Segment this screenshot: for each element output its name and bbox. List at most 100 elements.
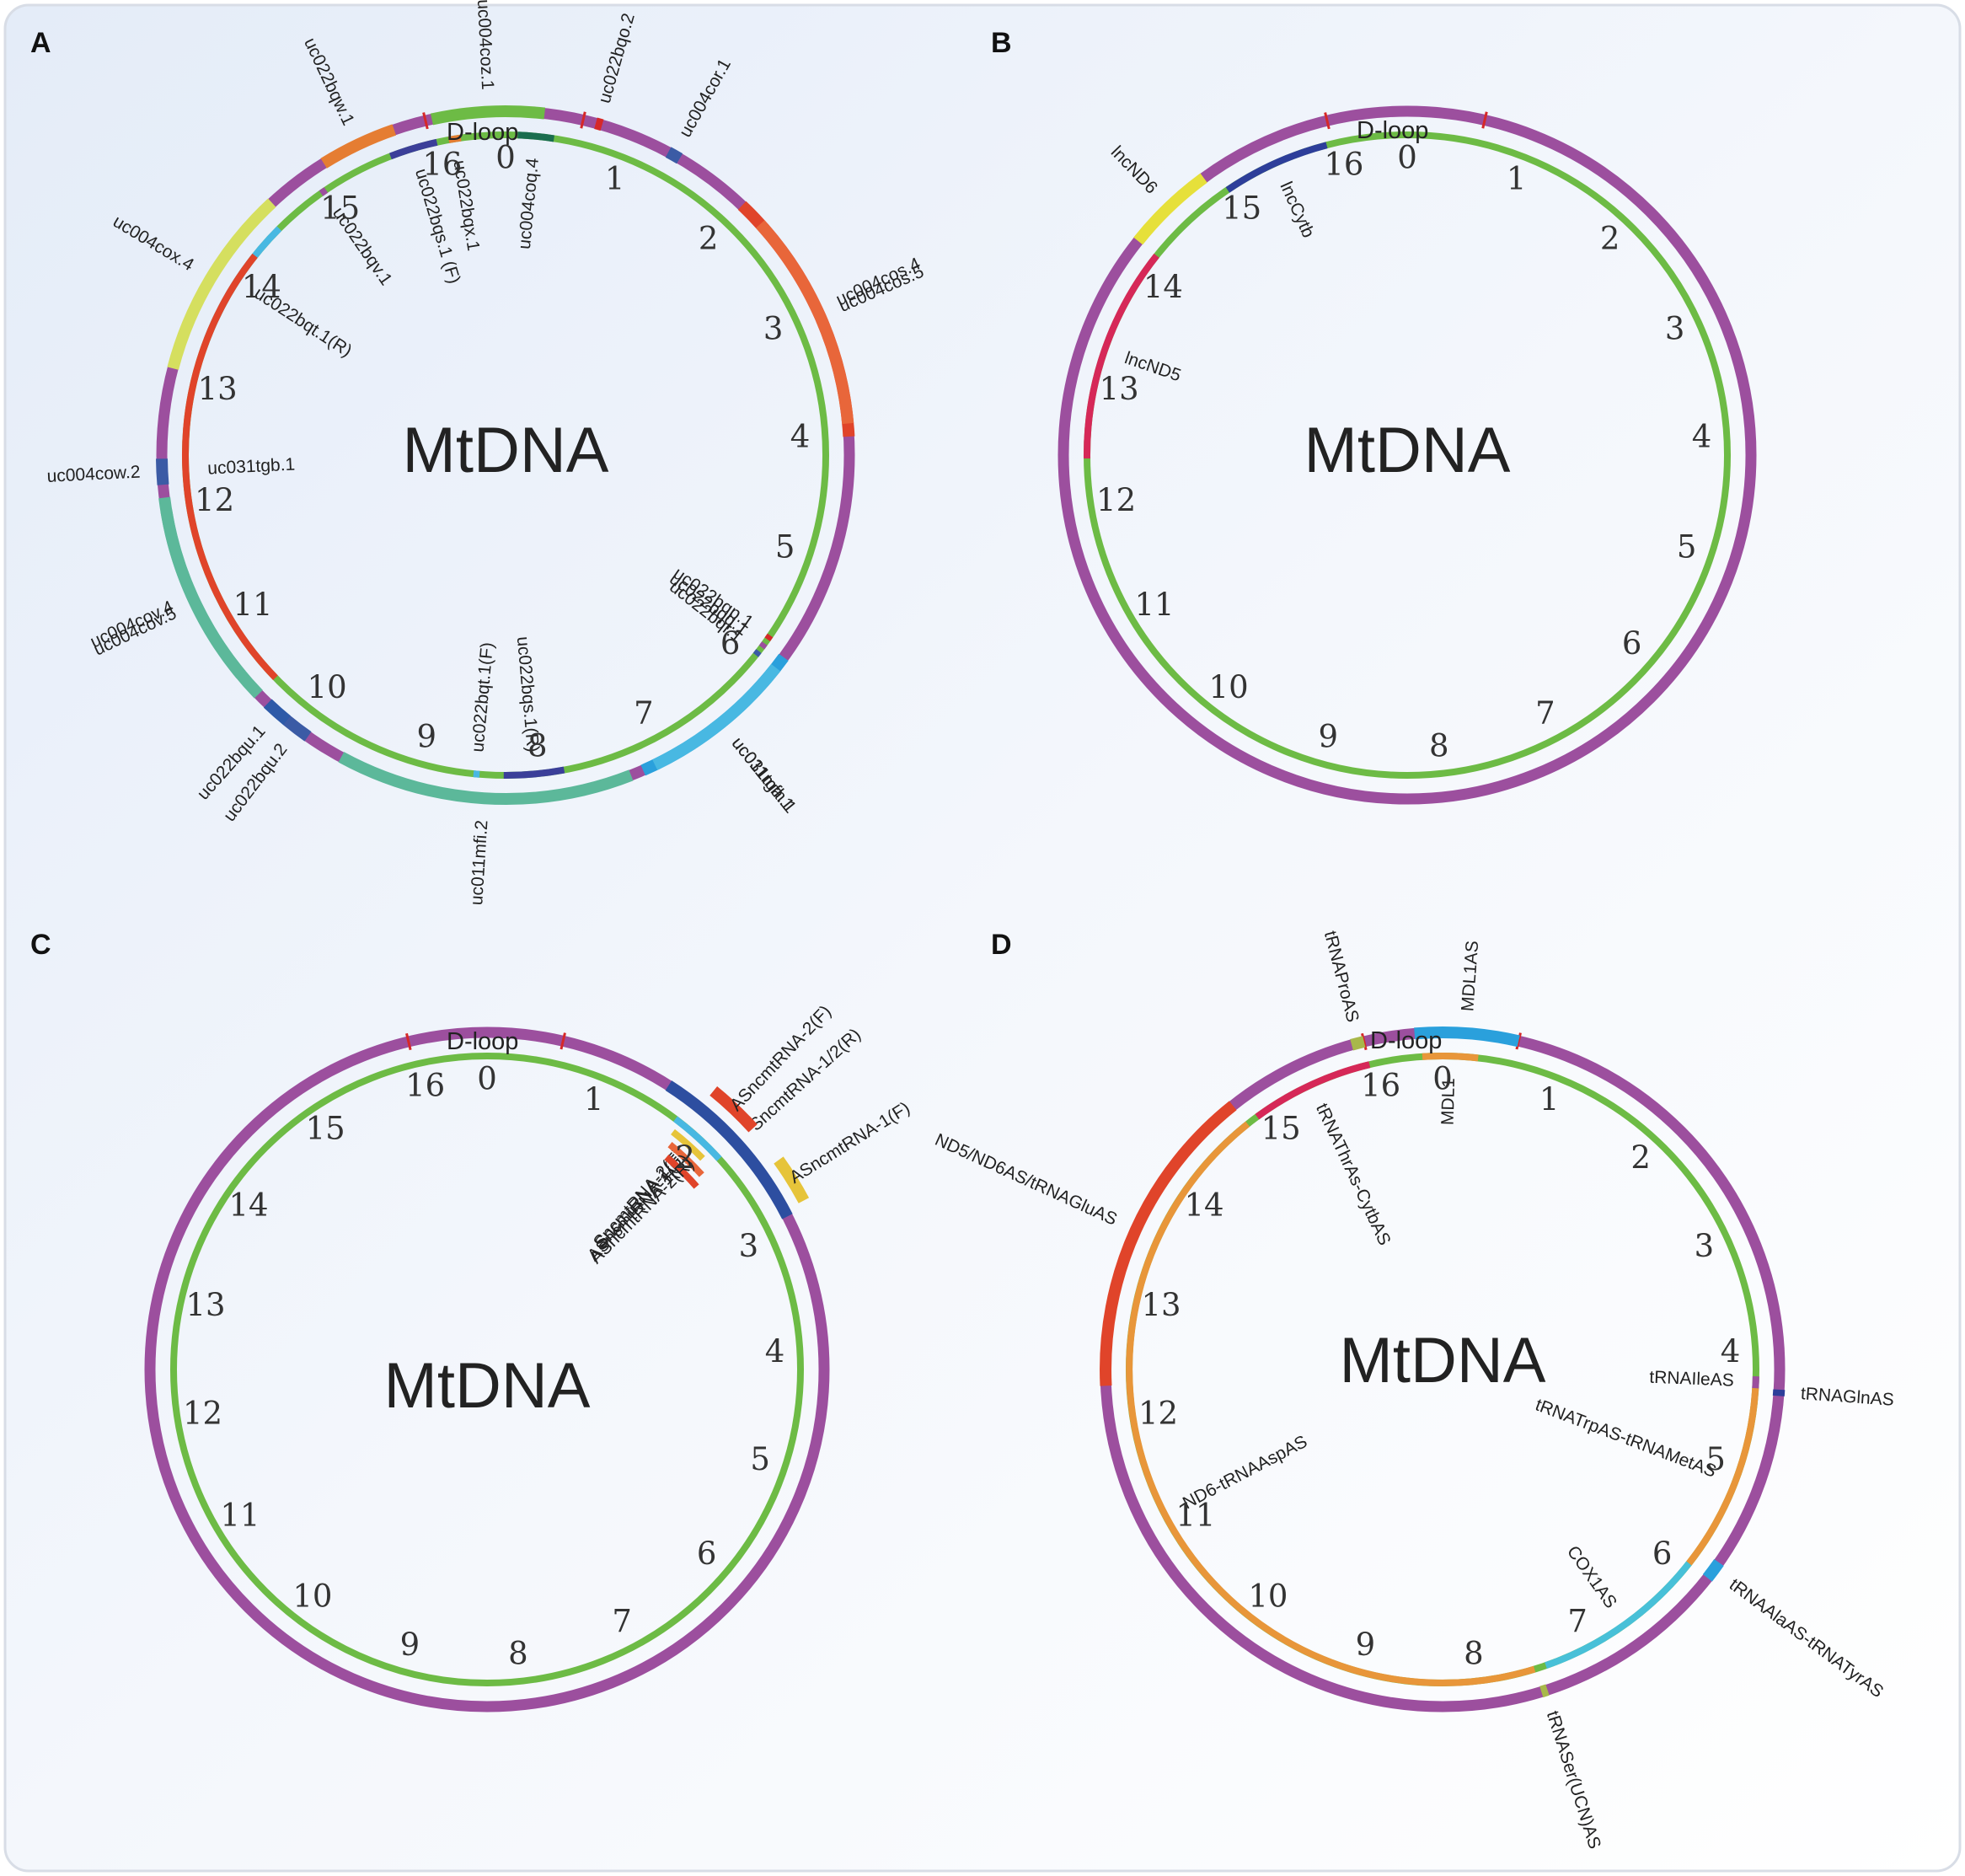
tick-label: 6: [697, 1536, 717, 1572]
panel-letter-c: C: [30, 929, 51, 961]
tick-label: 13: [1100, 371, 1139, 407]
tick-label: 14: [1184, 1187, 1223, 1223]
tick-label: 13: [1141, 1287, 1181, 1323]
feature-arc: [167, 198, 276, 370]
tick-label: 11: [233, 587, 272, 623]
tick-label: 9: [1356, 1627, 1376, 1663]
dloop-marker: [580, 111, 586, 129]
feature-arc: [319, 187, 329, 196]
tick-label: 5: [750, 1441, 770, 1477]
feature-arc: [503, 766, 565, 780]
feature-arc: [160, 509, 246, 679]
tick-label: 3: [1665, 311, 1685, 347]
dloop-marker: [405, 1032, 412, 1051]
tick-label: 4: [765, 1333, 785, 1369]
feature-arc: [752, 649, 762, 657]
outer-ring: [1057, 105, 1757, 805]
feature-arc: [473, 770, 480, 778]
feature-arc: [1422, 1053, 1479, 1062]
tick-label: 5: [775, 528, 795, 565]
tick-label: 8: [1429, 728, 1449, 764]
tick-label: 9: [417, 719, 437, 755]
tick-label: 9: [1319, 719, 1339, 755]
feature-arc: [671, 1128, 705, 1161]
feature-arc: [667, 1141, 704, 1177]
tick-label: 8: [508, 1636, 528, 1672]
inner-ring: [170, 1053, 804, 1686]
tick-label: 2: [675, 1139, 695, 1176]
dloop-marker: [1324, 112, 1331, 130]
tick-label: 3: [1695, 1228, 1715, 1264]
tick-label: 1: [1539, 1081, 1560, 1118]
dloop-marker: [560, 1032, 566, 1050]
tick-label: 1: [605, 160, 625, 196]
tick-label: 5: [1677, 528, 1697, 565]
tick-label: 7: [612, 1604, 632, 1640]
feature-arc: [156, 458, 169, 485]
feature-arc: [1414, 1026, 1520, 1048]
panel-letter-b: B: [991, 27, 1012, 59]
feature-label: uc031tgb.1: [207, 455, 296, 479]
tick-label: 16: [422, 147, 462, 183]
feature-arc: [388, 138, 438, 160]
feature-label: uc004coz.1: [474, 0, 497, 90]
panel-a-title: MtDNA: [403, 415, 609, 486]
tick-label: 1: [584, 1081, 604, 1118]
tick-label: 7: [634, 695, 654, 732]
feature-arc: [263, 699, 292, 726]
tick-label: 12: [1096, 482, 1136, 518]
tick-label: 2: [699, 220, 719, 256]
panel-c-dloop-label: D-loop: [447, 1028, 518, 1055]
feature-label: tRNAIleAS: [1649, 1368, 1734, 1391]
tick-label: 8: [527, 728, 548, 764]
tick-label: 2: [1600, 220, 1620, 256]
tick-label: 0: [477, 1061, 497, 1097]
tick-label: 12: [195, 482, 234, 518]
tick-label: 10: [1209, 669, 1249, 705]
outer-ring: [144, 1026, 830, 1713]
feature-arc: [774, 1156, 810, 1203]
tick-label: 11: [1175, 1498, 1215, 1534]
tick-label: 11: [220, 1498, 260, 1534]
tick-label: 16: [1324, 147, 1363, 183]
feature-arc: [1126, 1121, 1536, 1686]
feature-arc: [652, 663, 781, 770]
tick-label: 4: [1721, 1333, 1741, 1369]
feature-arc: [1539, 1684, 1550, 1698]
feature-arc: [320, 124, 397, 169]
figure-frame: [3, 3, 1962, 1873]
feature-arc: [758, 641, 768, 650]
tick-label: 2: [1630, 1139, 1651, 1176]
panel-d-dloop-label: D-loop: [1370, 1027, 1442, 1054]
feature-arc: [764, 633, 774, 642]
feature-arc: [1772, 1389, 1786, 1396]
tick-label: 10: [308, 669, 347, 705]
tick-label: 14: [228, 1187, 268, 1223]
tick-label: 6: [720, 625, 741, 662]
dloop-marker: [1481, 111, 1488, 129]
feature-arc: [430, 105, 546, 126]
tick-label: 6: [1622, 625, 1642, 662]
tick-label: 15: [306, 1110, 345, 1146]
tick-label: 6: [1652, 1536, 1673, 1572]
feature-arc: [1752, 1376, 1759, 1389]
feature-arc: [447, 134, 462, 143]
tick-label: 12: [1138, 1396, 1178, 1432]
tick-label: 7: [1535, 695, 1555, 732]
feature-arc: [1350, 1036, 1366, 1051]
tick-label: 3: [763, 311, 784, 347]
tick-label: 9: [400, 1627, 420, 1663]
tick-label: 11: [1134, 587, 1174, 623]
feature-arc: [283, 716, 312, 742]
dloop-marker: [1515, 1032, 1522, 1050]
tick-label: 10: [1248, 1579, 1288, 1615]
dloop-marker: [1361, 1032, 1368, 1051]
tick-label: 10: [292, 1579, 332, 1615]
panel-a-dloop-label: D-loop: [447, 119, 518, 146]
panel-b-dloop-label: D-loop: [1357, 117, 1428, 144]
tick-label: 5: [1705, 1441, 1726, 1477]
panel-letter-a: A: [30, 27, 51, 59]
